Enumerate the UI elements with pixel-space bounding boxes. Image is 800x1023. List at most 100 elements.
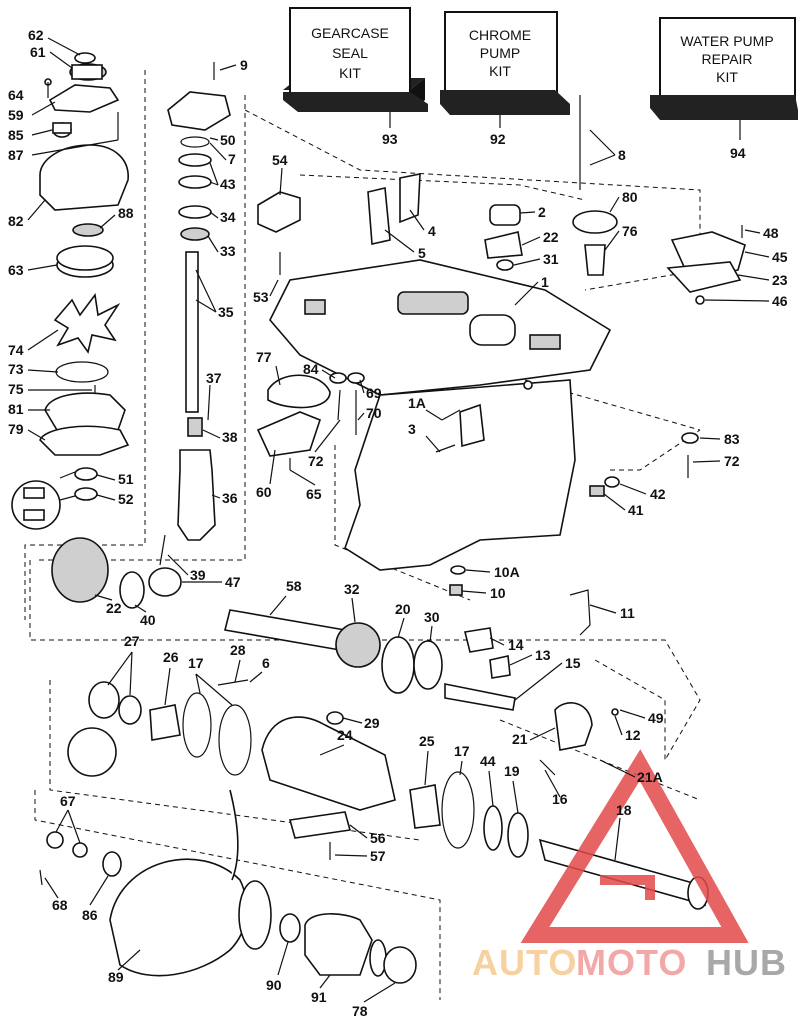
part-81-shape: [44, 392, 126, 436]
label-3: 3: [408, 421, 416, 437]
label-10: 10: [490, 585, 506, 601]
label-72a: 72: [308, 453, 324, 469]
label-73: 73: [8, 361, 24, 377]
label-59: 59: [8, 107, 24, 123]
watermark-triangle: [520, 749, 749, 943]
kit-94-number: 94: [730, 145, 746, 161]
label-33: 33: [220, 243, 236, 259]
label-78: 78: [352, 1003, 368, 1019]
label-79: 79: [8, 421, 24, 437]
label-16: 16: [552, 791, 568, 807]
watermark-moto: MOTO: [576, 942, 687, 983]
label-4: 4: [428, 223, 436, 239]
part-82-shape: [39, 144, 129, 211]
label-15: 15: [565, 655, 581, 671]
propshaft-parts: [51, 537, 709, 910]
label-41: 41: [628, 502, 644, 518]
label-46: 46: [772, 293, 788, 309]
kit-93-number: 93: [382, 131, 398, 147]
kit-92-number: 92: [490, 131, 506, 147]
label-1: 1: [541, 274, 549, 290]
label-19: 19: [504, 763, 520, 779]
kit-93-line1: GEARCASE: [311, 25, 389, 41]
watermark-hub: HUB: [706, 942, 787, 983]
label-9: 9: [240, 57, 248, 73]
label-64: 64: [8, 87, 24, 103]
part-59-shape: [48, 84, 120, 113]
watermark-auto: AUTO: [472, 942, 577, 983]
label-25: 25: [419, 733, 435, 749]
label-80: 80: [622, 189, 638, 205]
label-6: 6: [262, 655, 270, 671]
label-74: 74: [8, 342, 24, 358]
chrome-pump-kit-box: CHROME PUMP KIT 92: [440, 11, 570, 147]
label-29: 29: [364, 715, 380, 731]
label-70: 70: [366, 405, 382, 421]
part-60-shape: [256, 411, 321, 457]
label-43: 43: [220, 176, 236, 192]
label-50: 50: [220, 132, 236, 148]
label-40: 40: [140, 612, 156, 628]
label-56: 56: [370, 830, 386, 846]
label-52: 52: [118, 491, 134, 507]
label-60: 60: [256, 484, 272, 500]
label-69: 69: [366, 385, 382, 401]
kit-93-line3: KIT: [339, 65, 361, 81]
label-51: 51: [118, 471, 134, 487]
part-50-housing: [167, 91, 231, 131]
label-36: 36: [222, 490, 238, 506]
label-90: 90: [266, 977, 282, 993]
driveshaft: [185, 251, 199, 413]
label-34: 34: [220, 209, 236, 225]
label-7: 7: [228, 151, 236, 167]
part-91-shape: [304, 913, 373, 976]
label-83: 83: [724, 431, 740, 447]
label-21A: 21A: [637, 769, 663, 785]
label-62: 62: [28, 27, 44, 43]
label-63: 63: [8, 262, 24, 278]
label-58: 58: [286, 578, 302, 594]
label-17a: 17: [188, 655, 204, 671]
driveshaft-parts: [159, 62, 231, 566]
propeller-parts: [39, 789, 417, 984]
label-2: 2: [538, 204, 546, 220]
part-22-gear: [51, 537, 109, 603]
label-18: 18: [616, 802, 632, 818]
label-8: 8: [618, 147, 626, 163]
gearcase-seal-kit-box: GEARCASE SEAL KIT 93: [283, 7, 428, 147]
label-88: 88: [118, 205, 134, 221]
label-72b: 72: [724, 453, 740, 469]
label-65: 65: [306, 486, 322, 502]
label-38: 38: [222, 429, 238, 445]
label-87: 87: [8, 147, 24, 163]
label-47: 47: [225, 574, 241, 590]
part-62-shape: [74, 52, 96, 64]
label-22a: 22: [543, 229, 559, 245]
label-5: 5: [418, 245, 426, 261]
label-23: 23: [772, 272, 788, 288]
part-24-housing: [261, 716, 396, 811]
label-76: 76: [622, 223, 638, 239]
label-21: 21: [512, 731, 528, 747]
label-49: 49: [648, 710, 664, 726]
label-42: 42: [650, 486, 666, 502]
kit-94-line1: WATER PUMP: [680, 33, 773, 49]
label-89: 89: [108, 969, 124, 985]
part-labels: 62 61 64 59 85 87 82 88 63 74 73 75 81 7…: [8, 27, 788, 1019]
kit-94-line2: REPAIR: [701, 51, 752, 67]
label-32: 32: [344, 581, 360, 597]
label-28: 28: [230, 642, 246, 658]
kit-94-line3: KIT: [716, 69, 738, 85]
label-86: 86: [82, 907, 98, 923]
label-30: 30: [424, 609, 440, 625]
water-pump-parts: [11, 52, 130, 530]
label-81: 81: [8, 401, 24, 417]
label-17b: 17: [454, 743, 470, 759]
label-26: 26: [163, 649, 179, 665]
label-10A: 10A: [494, 564, 520, 580]
label-57: 57: [370, 848, 386, 864]
part-21-shape: [554, 702, 593, 751]
label-leader-lines: [27, 37, 770, 1003]
part-36-shape: [177, 449, 216, 541]
